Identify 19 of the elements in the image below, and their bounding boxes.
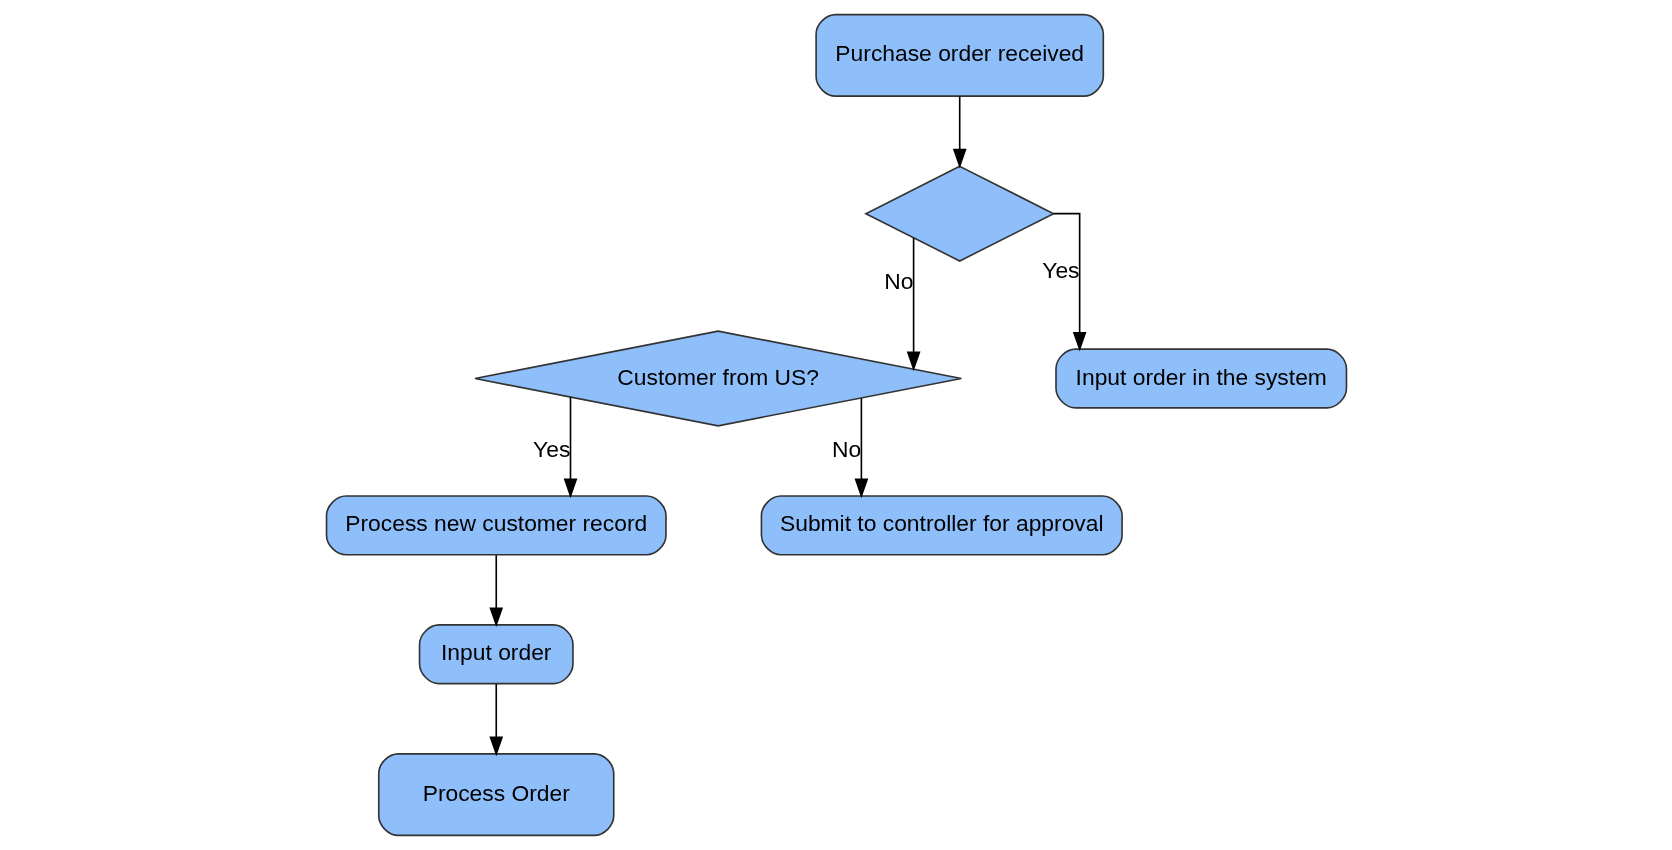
arrow <box>906 237 920 372</box>
node-box: Purchase order received <box>814 13 1104 97</box>
node-box: Input order in the system <box>1054 348 1347 409</box>
edge-label: Yes <box>1041 257 1080 284</box>
arrow <box>1052 212 1086 352</box>
arrow <box>952 95 967 169</box>
node-box: Input order <box>418 624 574 685</box>
edge-label: No <box>883 268 914 294</box>
node-box: Process Order <box>377 753 615 837</box>
node-diamond <box>863 165 1055 262</box>
arrow <box>488 554 503 627</box>
edge-label: No <box>831 436 861 463</box>
arrow <box>854 397 868 499</box>
node-box: Submit to controller for approval <box>760 495 1123 556</box>
node-diamond: Customer from US? <box>473 330 962 427</box>
arrow <box>563 396 577 499</box>
node-box: Process new customer record <box>325 495 667 556</box>
edge-label: Yes <box>532 435 570 462</box>
arrow <box>488 683 503 757</box>
